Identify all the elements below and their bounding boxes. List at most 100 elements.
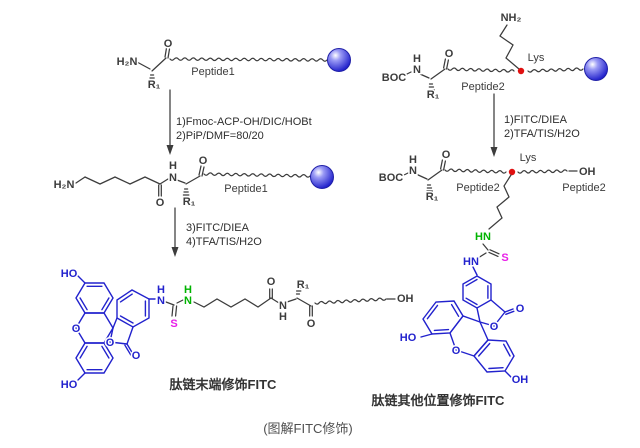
fluorescein-moiety	[75, 275, 156, 381]
s2-step-line1: 1)FITC/DIEA	[504, 114, 568, 126]
bond-line	[478, 342, 491, 357]
bond-line	[477, 252, 487, 259]
caption-terminal-fitc: 肽链末端修饰FITC	[169, 377, 277, 392]
peptide1-squiggle	[203, 172, 311, 178]
p2-thiourea-hn-green: HN	[475, 231, 491, 243]
peptide2-squiggle	[517, 169, 568, 174]
s1-start-peptide1: Peptide1	[191, 66, 234, 78]
bond-line	[482, 243, 489, 251]
p2-ho-left: HO	[400, 332, 417, 344]
resin-bead	[584, 57, 608, 81]
bond-line	[171, 305, 174, 317]
bond-line	[420, 333, 433, 338]
xanthene-right-ring	[473, 339, 515, 373]
peptide1-squiggle	[169, 57, 328, 62]
bond-line	[504, 370, 513, 379]
s1-start-carbonyl-o: O	[164, 38, 173, 50]
structure-acp-intermediate	[75, 165, 334, 197]
p1-thiourea-s: S	[170, 318, 177, 330]
figure-footer-caption: (图解FITC修饰)	[263, 421, 353, 436]
p2-amide-h: H	[409, 154, 417, 166]
bond-line	[77, 372, 86, 381]
bond-line	[151, 57, 167, 72]
bond-line	[176, 299, 184, 304]
lys-attachment-dot	[508, 168, 516, 176]
p1-amide-n: N	[279, 300, 287, 312]
peptide2-squiggle	[527, 67, 584, 73]
s1-step2-line1: 3)FITC/DIEA	[186, 222, 250, 234]
bond-line	[198, 165, 202, 176]
fluorescein-moiety	[420, 266, 515, 379]
bond-line	[430, 68, 446, 80]
bond-line	[167, 48, 171, 59]
p1-thiourea-n2: N	[184, 295, 192, 307]
bond-line	[119, 293, 133, 303]
bond-line	[201, 166, 205, 177]
bond-line	[79, 345, 88, 359]
reaction-arrow-3	[490, 93, 498, 157]
atom-labels: H₂NOR₁Peptide11)Fmoc-ACP-OH/DIC/HOBt2)Pi…	[52, 11, 607, 393]
bond-line	[465, 278, 478, 287]
bond-line	[101, 297, 110, 311]
arrowhead-down	[166, 145, 174, 155]
bond-line	[126, 326, 134, 345]
bond-line	[193, 297, 272, 308]
s2-start-amide-h: H	[413, 53, 421, 65]
bond-line	[433, 328, 450, 332]
bond-line	[164, 47, 168, 58]
bond-line	[296, 297, 312, 307]
bond-line	[159, 178, 169, 185]
s1-mid-amide-h: H	[169, 160, 177, 172]
caption-other-position-fitc: 肽链其他位置修饰FITC	[371, 393, 505, 408]
p2-peptide2-right: Peptide2	[562, 182, 605, 194]
bond-line	[439, 159, 444, 170]
bond-line	[450, 303, 460, 317]
s2-step-line2: 2)TFA/TIS/H2O	[504, 128, 580, 140]
bond-line	[489, 249, 500, 255]
s2-start-peptide2: Peptide2	[461, 81, 504, 93]
p2-oh-end: OH	[579, 166, 596, 178]
bond-line	[490, 299, 506, 313]
p2-r1: R₁	[426, 191, 439, 203]
bond-line	[419, 73, 430, 79]
p1-thiourea-n1: N	[157, 295, 165, 307]
peptide2-squiggle	[444, 168, 507, 174]
p1-oh-end: OH	[397, 293, 414, 305]
p1-carbonyl-o2: O	[307, 318, 316, 330]
s2-start-boc: BOC	[382, 72, 407, 84]
s2-start-amide-n: N	[413, 64, 421, 76]
s1-mid-carbonyl-o1: O	[156, 197, 165, 209]
bond-line	[119, 315, 134, 324]
structure-peptide2-start	[404, 24, 608, 91]
peptide2-squiggle	[447, 67, 515, 73]
p2-oh-right: OH	[512, 374, 529, 386]
thiourea-linker	[165, 299, 184, 317]
p2-lactone-carbonyl-o: O	[516, 303, 525, 315]
bond-line	[286, 298, 297, 303]
bond-line	[426, 304, 439, 320]
bond-line	[401, 172, 409, 177]
p2-lactone-o: O	[490, 321, 499, 333]
p1-amide-o: O	[267, 276, 276, 288]
bond-line	[445, 59, 450, 70]
lactone-benzo-ring	[116, 289, 150, 328]
s2-start-nh2: NH₂	[501, 12, 522, 24]
structure-peptide1-start	[136, 47, 351, 82]
lys-attachment-dot	[517, 67, 525, 75]
bond-line	[488, 367, 504, 370]
s1-step2-line2: 4)TFA/TIS/H2O	[186, 236, 262, 248]
p1-ho-top: HO	[61, 268, 78, 280]
p2-xanthene-o: O	[452, 345, 461, 357]
bond-line	[165, 301, 175, 306]
p1-amide-h: H	[279, 311, 287, 323]
lys-side-chain	[499, 24, 520, 70]
aminohexanoyl-chain	[84, 176, 161, 185]
s1-step1-line2: 2)PiP/DMF=80/20	[176, 130, 264, 142]
xanthene-top-ring	[75, 282, 114, 314]
p1-ho-bottom: HO	[61, 379, 78, 391]
p2-peptide2-left: Peptide2	[456, 182, 499, 194]
bond-line	[176, 179, 186, 184]
bond-line	[442, 160, 447, 171]
s1-mid-carbonyl-o2: O	[199, 155, 208, 167]
